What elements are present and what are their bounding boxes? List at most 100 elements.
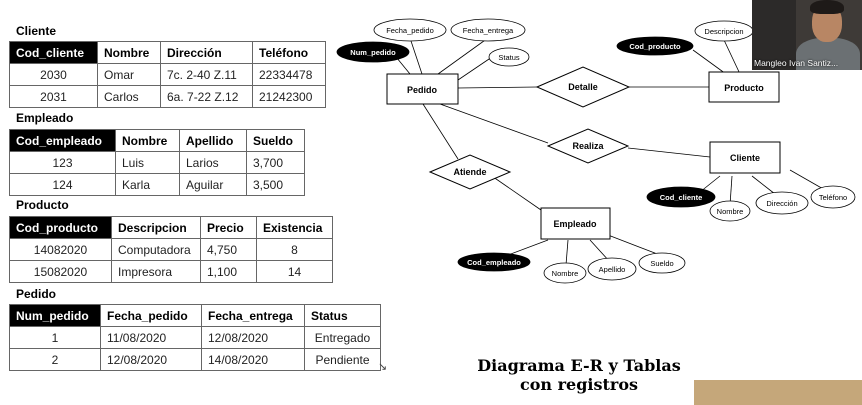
mouse-cursor-icon: ↘ <box>378 361 388 373</box>
cliente-table-title: Cliente <box>16 24 57 38</box>
table-header-row: Cod_empleado Nombre Apellido Sueldo <box>9 129 305 152</box>
table-cell: 2031 <box>9 85 98 108</box>
svg-text:Nombre: Nombre <box>717 207 744 216</box>
svg-text:Fecha_entrega: Fecha_entrega <box>463 26 514 35</box>
table-cell: Entregado <box>304 326 381 349</box>
slide-title-line-1: Diagrama E-R y Tablas <box>477 356 681 375</box>
table-cell: Carlos <box>97 85 161 108</box>
pedido-table-title: Pedido <box>16 287 57 301</box>
table-cell: Impresora <box>111 260 201 283</box>
attribute-num-pedido-key: Num_pedido <box>336 41 410 63</box>
table-cell: 123 <box>9 151 116 174</box>
entity-label: Producto <box>724 83 764 93</box>
empleado-table-title: Empleado <box>16 111 74 125</box>
entity-label: Empleado <box>553 219 597 229</box>
attribute-direccion: Dirección <box>755 191 809 215</box>
table-cell: Larios <box>179 151 247 174</box>
relationship-detalle: Detalle <box>535 66 631 108</box>
table-cell: 8 <box>256 238 333 261</box>
svg-text:Status: Status <box>498 53 520 62</box>
svg-text:Teléfono: Teléfono <box>819 193 847 202</box>
cliente-table: Cod_cliente Nombre Dirección Teléfono 20… <box>9 41 326 108</box>
column-header: Descripcion <box>111 216 201 239</box>
table-cell: 15082020 <box>9 260 112 283</box>
svg-text:Nombre: Nombre <box>552 269 579 278</box>
table-cell: Computadora <box>111 238 201 261</box>
column-header: Status <box>304 304 381 327</box>
table-cell: 21242300 <box>252 85 326 108</box>
slide-title-line-2: con registros <box>520 375 638 394</box>
column-header: Nombre <box>115 129 180 152</box>
table-row: 2030 Omar 7c. 2-40 Z.11 22334478 <box>9 63 326 86</box>
attribute-cod-producto-key: Cod_producto <box>616 36 694 56</box>
er-connectors <box>391 37 826 266</box>
empleado-table: Cod_empleado Nombre Apellido Sueldo 123 … <box>9 129 305 196</box>
entity-cliente: Cliente <box>709 141 781 174</box>
column-header: Cod_empleado <box>9 129 116 152</box>
decorative-footer-bar <box>694 380 862 405</box>
svg-text:Cod_empleado: Cod_empleado <box>467 258 521 267</box>
column-header: Teléfono <box>252 41 326 64</box>
table-cell: 2030 <box>9 63 98 86</box>
table-cell: Omar <box>97 63 161 86</box>
table-row: 15082020 Impresora 1,100 14 <box>9 260 333 283</box>
table-cell: 14082020 <box>9 238 112 261</box>
slide-title: Diagrama E-R y Tablas con registros <box>462 356 696 394</box>
svg-text:Cod_producto: Cod_producto <box>629 42 681 51</box>
producto-table: Cod_producto Descripcion Precio Existenc… <box>9 216 333 283</box>
table-cell: Pendiente <box>304 348 381 371</box>
svg-text:Descripcion: Descripcion <box>704 27 743 36</box>
relationship-label: Atiende <box>453 167 486 177</box>
attribute-fecha-pedido: Fecha_pedido <box>373 18 447 42</box>
column-header: Sueldo <box>246 129 305 152</box>
table-row: 14082020 Computadora 4,750 8 <box>9 238 333 261</box>
participant-body <box>796 38 860 70</box>
table-cell: Aguilar <box>179 173 247 196</box>
attribute-empleado-nombre: Nombre <box>543 262 587 284</box>
table-cell: 3,500 <box>246 173 305 196</box>
entity-producto: Producto <box>708 71 780 103</box>
table-cell: Luis <box>115 151 180 174</box>
webcam-video-thumbnail[interactable]: Mangleo Ivan Santiz... <box>752 0 862 70</box>
table-cell: 4,750 <box>200 238 257 261</box>
table-cell: 124 <box>9 173 116 196</box>
table-cell: 7c. 2-40 Z.11 <box>160 63 253 86</box>
table-cell: 12/08/2020 <box>201 326 305 349</box>
entity-empleado: Empleado <box>540 207 611 240</box>
relationship-realiza: Realiza <box>546 128 630 164</box>
column-header: Cod_producto <box>9 216 112 239</box>
table-row: 124 Karla Aguilar 3,500 <box>9 173 305 196</box>
column-header: Dirección <box>160 41 253 64</box>
pedido-table: Num_pedido Fecha_pedido Fecha_entrega St… <box>9 304 381 371</box>
attribute-sueldo: Sueldo <box>638 252 686 274</box>
table-cell: 14 <box>256 260 333 283</box>
table-cell: 22334478 <box>252 63 326 86</box>
table-cell: 11/08/2020 <box>100 326 202 349</box>
attribute-fecha-entrega: Fecha_entrega <box>450 18 526 42</box>
svg-text:Fecha_pedido: Fecha_pedido <box>386 26 434 35</box>
table-cell: Karla <box>115 173 180 196</box>
column-header: Nombre <box>97 41 161 64</box>
column-header: Fecha_entrega <box>201 304 305 327</box>
table-row: 1 11/08/2020 12/08/2020 Entregado <box>9 326 381 349</box>
table-row: 123 Luis Larios 3,700 <box>9 151 305 174</box>
attribute-cod-empleado-key: Cod_empleado <box>457 252 531 272</box>
svg-text:Dirección: Dirección <box>766 199 797 208</box>
table-cell: 1,100 <box>200 260 257 283</box>
table-header-row: Cod_cliente Nombre Dirección Teléfono <box>9 41 326 64</box>
entity-label: Pedido <box>407 85 438 95</box>
svg-text:Apellido: Apellido <box>599 265 626 274</box>
attribute-cliente-nombre: Nombre <box>709 200 751 222</box>
svg-text:Num_pedido: Num_pedido <box>350 48 396 57</box>
relationship-atiende: Atiende <box>428 154 512 190</box>
table-row: 2031 Carlos 6a. 7-22 Z.12 21242300 <box>9 85 326 108</box>
table-cell: 14/08/2020 <box>201 348 305 371</box>
svg-text:Cod_cliente: Cod_cliente <box>660 193 703 202</box>
column-header: Fecha_pedido <box>100 304 202 327</box>
column-header: Cod_cliente <box>9 41 98 64</box>
participant-name: Mangleo Ivan Santiz... <box>754 58 839 68</box>
table-header-row: Num_pedido Fecha_pedido Fecha_entrega St… <box>9 304 381 327</box>
table-cell: 3,700 <box>246 151 305 174</box>
entity-label: Cliente <box>730 153 760 163</box>
